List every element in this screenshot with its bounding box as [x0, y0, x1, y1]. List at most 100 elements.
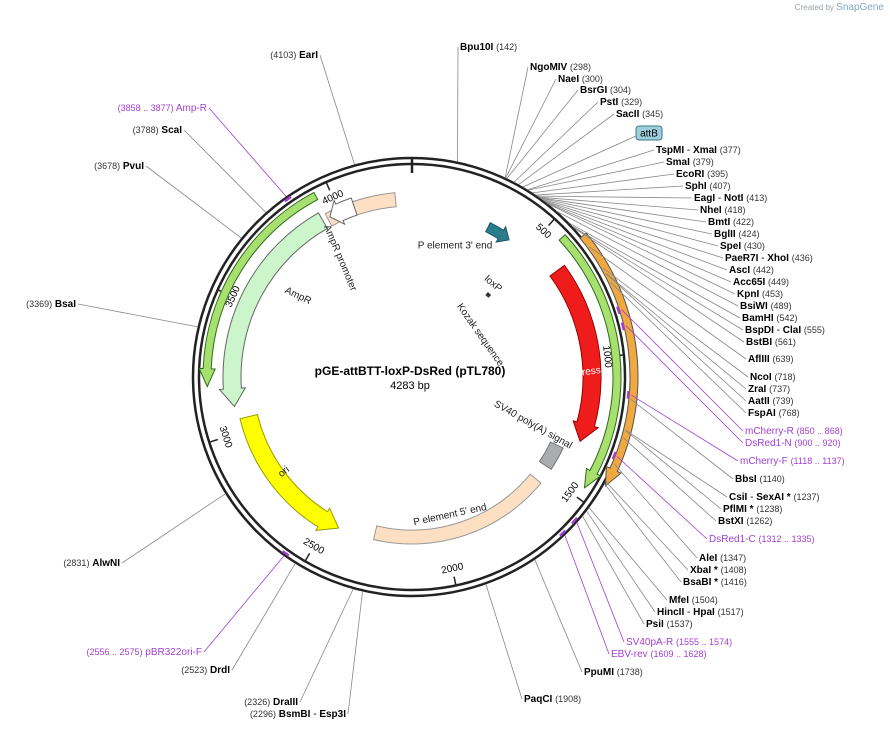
primer-label: (3858 .. 3877) Amp-R [118, 103, 207, 114]
feature-label: loxP [482, 274, 504, 295]
site-label-part: PflMI * [723, 504, 754, 515]
site-label-part: SacII [616, 109, 640, 120]
site-label-part: NgoMIV [530, 62, 568, 73]
site-leader-line [588, 507, 668, 601]
primer-binding-mark [281, 550, 290, 557]
site-label-part: HincII [657, 607, 684, 618]
enzyme-label: SmaI (379) [666, 157, 714, 168]
enzyme-label: BspDI - ClaI (555) [745, 325, 825, 336]
site-leader-line [568, 222, 741, 319]
site-leader-line [518, 113, 615, 185]
primer-leader-line [625, 325, 744, 444]
ring-tick-label: 2000 [440, 561, 464, 576]
site-label-separator: - [747, 492, 756, 503]
site-label-part: DsRed1-C [709, 534, 756, 545]
site-leader-line [183, 129, 267, 213]
site-leader-line [299, 588, 354, 703]
site-label-part: (4103) [270, 50, 296, 60]
site-label-part: SpeI [720, 241, 741, 252]
enzyme-label: BamHI (542) [742, 313, 797, 324]
site-label-part: (2326) [244, 697, 270, 707]
feature-arrow-kozak-sequence [485, 291, 492, 298]
primer-binding-mark [620, 322, 626, 331]
site-label-part: (1140) [759, 474, 784, 484]
site-label-part: (449) [768, 277, 789, 287]
feature-arrow-sv40-poly-a-signal [538, 441, 564, 471]
site-label-separator: - [774, 325, 783, 336]
feature-label: ori [276, 464, 292, 480]
site-label-part: (1908) [555, 694, 581, 704]
site-label-part: mCherry-F [740, 456, 788, 467]
enzyme-label: AleI (1347) [699, 553, 746, 564]
site-leader-line [571, 225, 744, 331]
site-leader-line [630, 398, 734, 480]
site-label-part: PaeR7I [725, 253, 759, 264]
ring-tick [576, 496, 584, 503]
site-leader-line [605, 481, 689, 571]
feature-arrow-dsred-express [549, 264, 602, 443]
enzyme-label: MfeI (1504) [669, 595, 718, 606]
ring-tick-label: 2500 [301, 536, 326, 557]
site-leader-line [543, 200, 724, 259]
site-leader-line [539, 197, 707, 223]
enzyme-label: EagI - NotI (413) [694, 193, 767, 204]
enzyme-label: BbsI (1140) [735, 474, 785, 485]
site-label-part: (1504) [692, 595, 718, 605]
site-label-part: AflIII [748, 354, 770, 365]
site-label-part: DsRed1-N [745, 438, 792, 449]
feature-label: SV40 poly(A) signal [492, 399, 574, 452]
enzyme-label: NgoMIV (298) [530, 62, 591, 73]
site-label-part: TspMI [656, 145, 684, 156]
site-label-part: NheI [700, 205, 722, 216]
site-label-part: BglII [714, 229, 736, 240]
site-label-part: EcoRI [676, 169, 705, 180]
site-leader-line [606, 273, 747, 402]
enzyme-label: SacII (345) [616, 109, 663, 120]
site-label-part: XbaI * [690, 565, 718, 576]
site-label-part: KpnI [737, 289, 759, 300]
site-label-part: (453) [762, 289, 783, 299]
site-label-part: EBV-rev [611, 649, 648, 660]
credit-brand: SnapGene [836, 2, 884, 13]
site-leader-line [556, 210, 739, 307]
site-label-part: BsmBI [279, 709, 311, 720]
site-label-part: (413) [746, 193, 767, 203]
site-label-part: NcoI [750, 372, 772, 383]
site-label-part: (1738) [617, 667, 643, 677]
site-leader-line [513, 101, 599, 183]
site-label-part: (436) [792, 253, 813, 263]
enzyme-label: PpuMI (1738) [584, 667, 643, 678]
site-label-part: BsaBI * [683, 577, 718, 588]
site-label-part: AscI [729, 265, 750, 276]
site-label-part: (737) [769, 384, 790, 394]
site-label-part: (3678) [94, 161, 120, 171]
site-label-part: DraIII [273, 697, 298, 708]
site-label-part: (739) [772, 396, 793, 406]
site-label-part: DrdI [210, 665, 230, 676]
feature-arrow-ampr-green [198, 191, 319, 388]
enzyme-label: EcoRI (395) [676, 169, 728, 180]
site-leader-line [610, 282, 747, 414]
site-label-part: (768) [779, 408, 800, 418]
site-label-part: (2523) [181, 665, 207, 675]
site-leader-line [145, 165, 242, 239]
site-label-part: PstI [600, 97, 619, 108]
enzyme-label: (2326) DraIII [244, 697, 298, 708]
primer-leader-line [631, 394, 739, 462]
enzyme-label: PstI (329) [600, 97, 642, 108]
enzyme-label: PaqCI (1908) [524, 694, 581, 705]
site-label-part: mCherry-R [745, 426, 794, 437]
site-leader-line [506, 89, 579, 179]
site-label-part: (304) [610, 85, 631, 95]
site-label-part: (329) [621, 97, 642, 107]
enzyme-label: NcoI (718) [750, 372, 795, 383]
enzyme-label: (2523) DrdI [181, 665, 230, 676]
site-leader-line [319, 54, 355, 165]
site-label-part: (1262) [746, 516, 772, 526]
primer-binding-mark [571, 516, 579, 525]
attb-badge [635, 125, 663, 141]
site-leader-line [573, 227, 745, 343]
site-label-part: (379) [693, 157, 714, 167]
site-leader-line [347, 591, 363, 715]
